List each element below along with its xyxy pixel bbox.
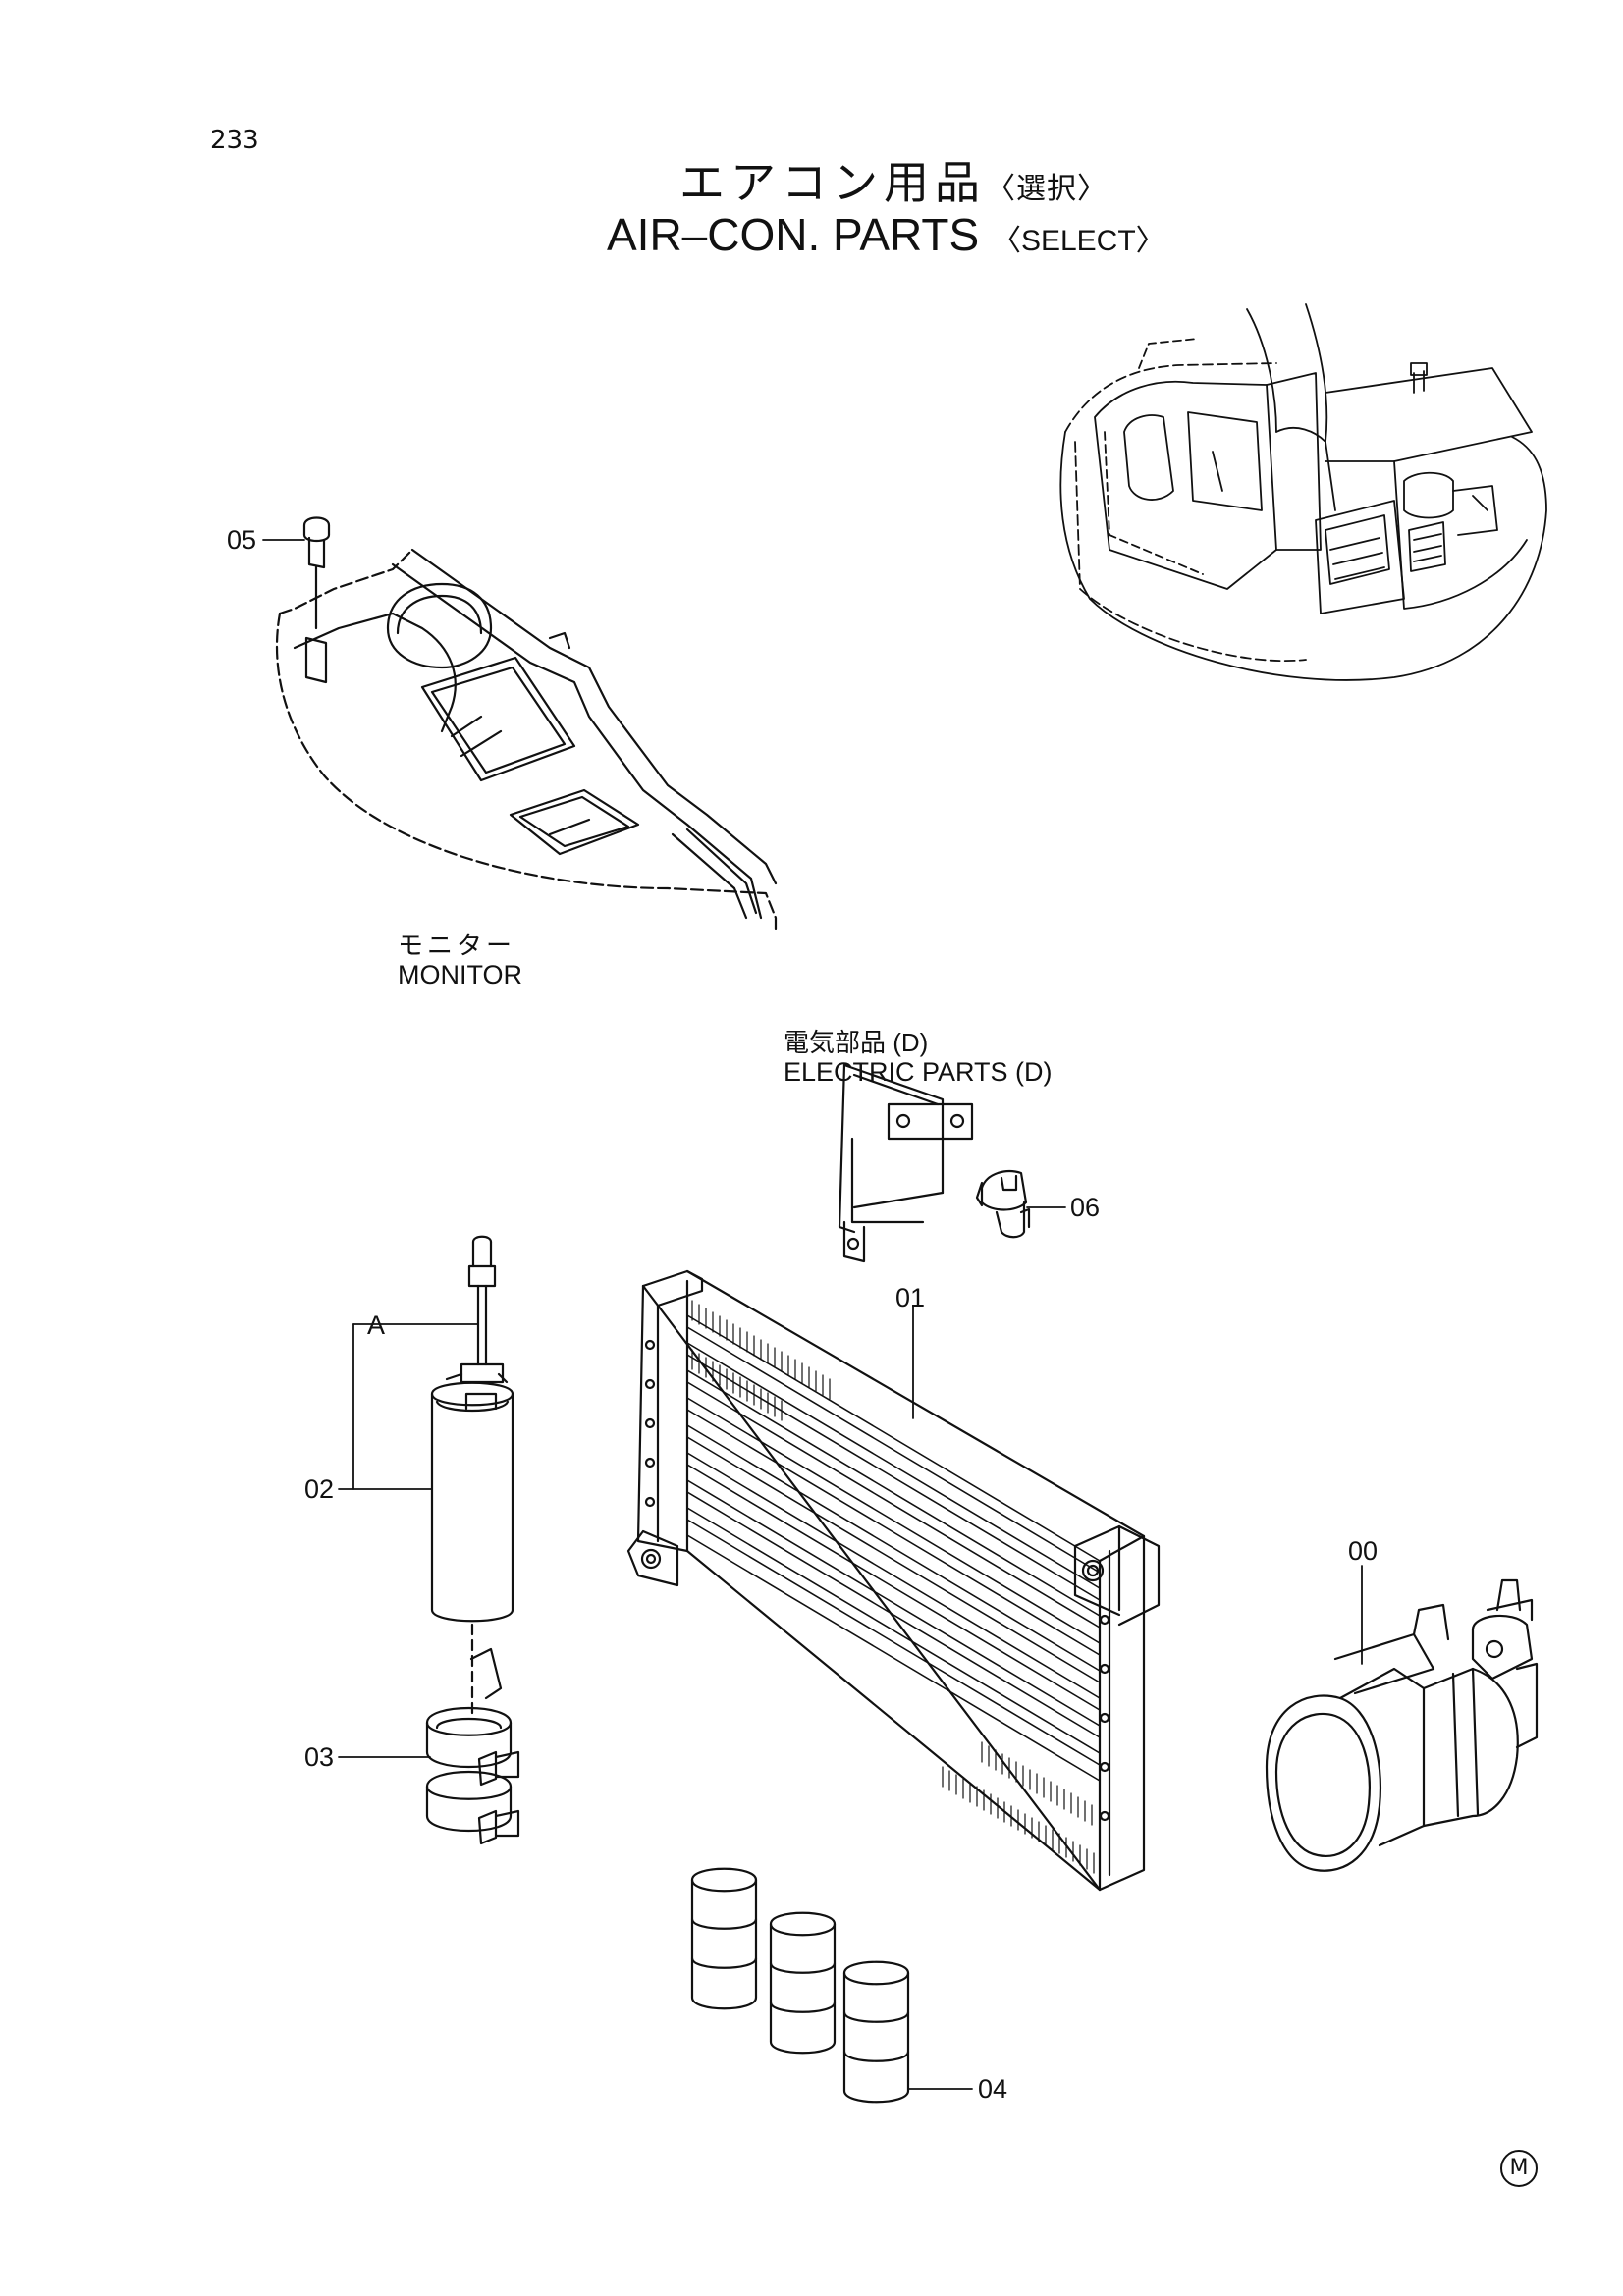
condenser-fins-bottom <box>942 1741 1095 1874</box>
compressor <box>1265 1578 1539 1872</box>
title-en-main: AIR–CON. PARTS <box>607 209 980 260</box>
callout-03: 03 <box>304 1742 335 1772</box>
callout-01: 01 <box>895 1283 926 1312</box>
callout-02: 02 <box>304 1474 335 1504</box>
monitor-assembly <box>275 516 778 934</box>
electric-parts-label-en: ELECTRIC PARTS (D) <box>784 1057 1053 1087</box>
excavator-overview <box>1059 303 1547 681</box>
condenser <box>626 1269 1161 1892</box>
callout-05: 05 <box>227 525 257 555</box>
drier-clamp <box>425 1647 520 1845</box>
electric-parts-bracket <box>838 1063 1031 1263</box>
page-number: 233 <box>210 126 259 155</box>
callout-a: A <box>367 1310 386 1340</box>
condenser-core <box>686 1314 1101 1782</box>
receiver-drier <box>430 1235 514 1715</box>
callout-00: 00 <box>1348 1536 1379 1566</box>
m-mark-symbol: M <box>1500 2150 1538 2187</box>
condenser-fins-top <box>691 1300 831 1421</box>
title-en-sub: 〈SELECT〉 <box>991 225 1165 257</box>
monitor-label-en: MONITOR <box>398 960 522 989</box>
callout-06: 06 <box>1070 1193 1101 1222</box>
page-title-english: AIR–CON. PARTS 〈SELECT〉 <box>607 208 1165 261</box>
title-jp-sub: 〈選択〉 <box>986 172 1108 206</box>
filter-cartridges <box>690 1867 910 2104</box>
page-title-japanese: エアコン用品〈選択〉 <box>679 147 1108 212</box>
electric-parts-label-jp: 電気部品 (D) <box>784 1028 929 1057</box>
title-jp-main: エアコン用品 <box>679 156 986 209</box>
monitor-label-jp: モニター <box>398 931 516 960</box>
callout-leaders <box>262 539 1363 2090</box>
callout-04: 04 <box>978 2074 1008 2104</box>
